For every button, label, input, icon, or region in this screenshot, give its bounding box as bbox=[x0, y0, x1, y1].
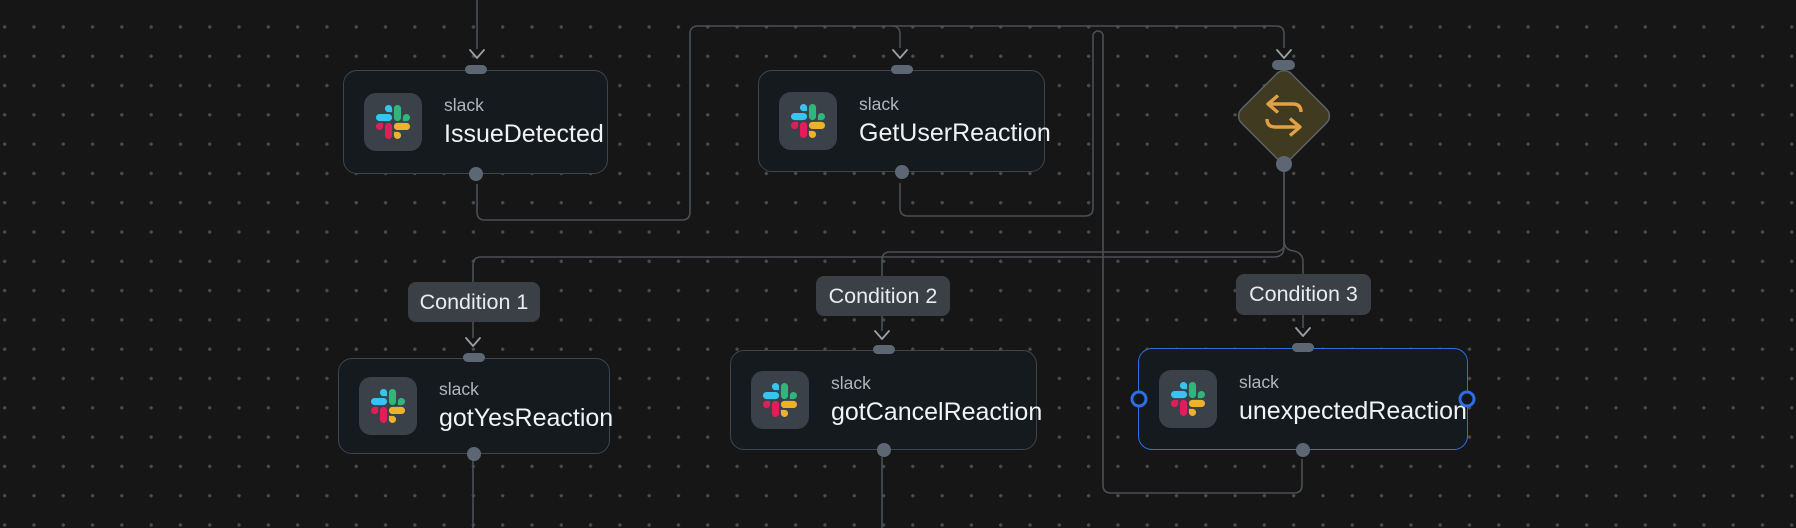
input-pill[interactable] bbox=[463, 353, 485, 362]
edge-label-text: Condition 1 bbox=[419, 289, 529, 314]
input-pill[interactable] bbox=[1292, 343, 1314, 352]
node-title: unexpectedReaction bbox=[1239, 396, 1467, 425]
arrowhead bbox=[1295, 327, 1311, 337]
edge-issue-to-targets bbox=[476, 25, 1285, 221]
slack-icon bbox=[371, 389, 405, 423]
left-handle[interactable] bbox=[1130, 390, 1148, 408]
output-dot[interactable] bbox=[467, 447, 481, 461]
arrowhead bbox=[892, 49, 908, 59]
node-app-label: slack bbox=[444, 95, 484, 116]
node-got-yes-reaction[interactable]: slack gotYesReaction bbox=[338, 353, 614, 461]
switch-node-shape bbox=[1237, 69, 1331, 163]
node-issue-detected[interactable]: slack IssueDetected bbox=[343, 65, 608, 181]
switch-input-pill[interactable] bbox=[1272, 60, 1295, 70]
edge-label-condition-2: Condition 2 bbox=[816, 276, 950, 316]
node-title: gotCancelReaction bbox=[831, 397, 1043, 426]
switch-output-dot[interactable] bbox=[1276, 156, 1292, 172]
slack-icon bbox=[1171, 382, 1205, 416]
input-pill[interactable] bbox=[464, 65, 487, 74]
edge-label-condition-1: Condition 1 bbox=[408, 282, 540, 322]
node-got-cancel-reaction[interactable]: slack gotCancelReaction bbox=[730, 345, 1042, 457]
edge-getuserreaction-loop bbox=[899, 30, 1303, 494]
input-pill[interactable] bbox=[890, 65, 913, 74]
icon-tile bbox=[1159, 370, 1217, 428]
input-pill[interactable] bbox=[872, 345, 895, 354]
node-title: GetUserReaction bbox=[859, 118, 1051, 147]
output-dot[interactable] bbox=[1296, 443, 1310, 457]
arrowhead bbox=[1276, 49, 1292, 59]
node-app-label: slack bbox=[439, 379, 479, 400]
slack-icon bbox=[763, 383, 797, 417]
icon-tile bbox=[364, 93, 422, 151]
output-dot[interactable] bbox=[876, 443, 891, 457]
slack-icon bbox=[376, 105, 410, 139]
right-handle[interactable] bbox=[1458, 390, 1476, 408]
switch-arrows-icon bbox=[1265, 94, 1303, 137]
node-app-label: slack bbox=[831, 373, 871, 394]
output-dot[interactable] bbox=[894, 165, 909, 179]
edge-label-condition-3: Condition 3 bbox=[1236, 274, 1371, 315]
node-title: IssueDetected bbox=[444, 119, 604, 148]
icon-tile bbox=[779, 92, 837, 150]
node-app-label: slack bbox=[859, 94, 899, 115]
edge-label-text: Condition 2 bbox=[828, 283, 938, 308]
icon-tile bbox=[359, 377, 417, 435]
edge-label-text: Condition 3 bbox=[1249, 282, 1358, 306]
output-dot[interactable] bbox=[468, 167, 483, 181]
node-title: gotYesReaction bbox=[439, 403, 614, 432]
arrowhead bbox=[465, 337, 481, 347]
icon-tile bbox=[751, 371, 809, 429]
node-app-label: slack bbox=[1239, 372, 1279, 393]
arrowhead bbox=[874, 330, 890, 340]
edge-branch-to-getuserreaction bbox=[891, 25, 901, 48]
slack-icon bbox=[791, 104, 825, 138]
arrowhead bbox=[469, 49, 485, 59]
edge-condition-1 bbox=[472, 172, 1285, 338]
node-get-user-reaction[interactable]: slack GetUserReaction bbox=[758, 65, 1051, 179]
node-unexpected-reaction[interactable]: slack unexpectedReaction bbox=[1130, 343, 1476, 457]
